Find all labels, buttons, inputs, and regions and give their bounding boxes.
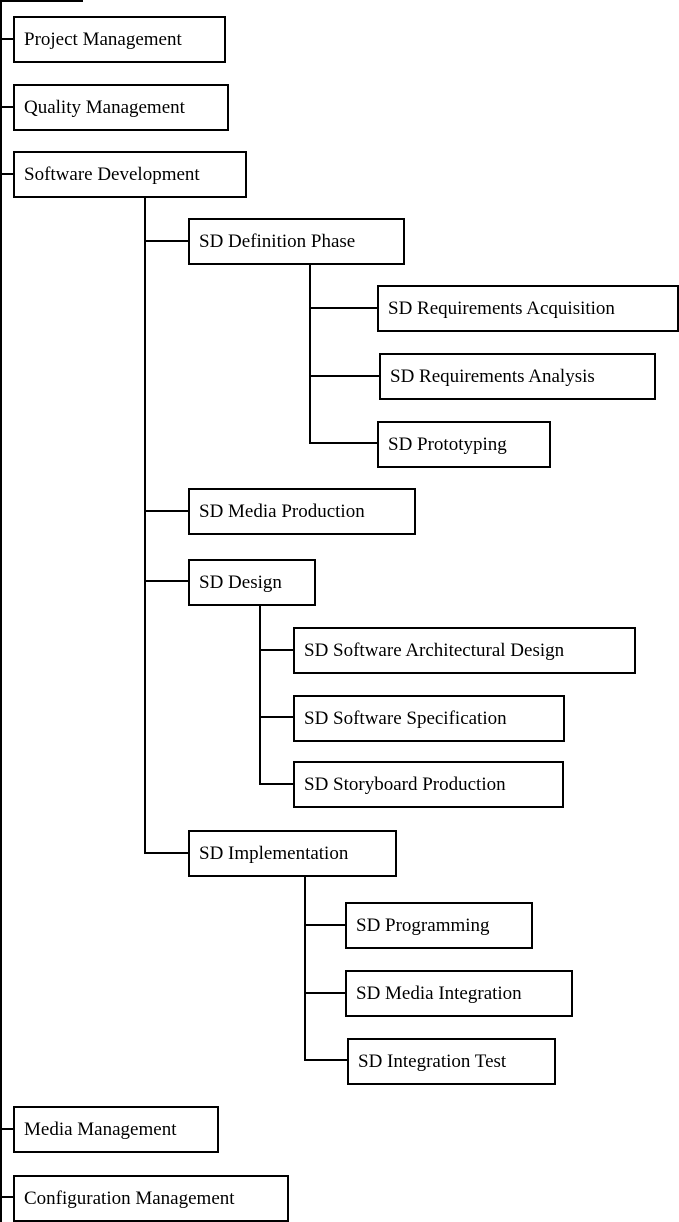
connector-quality-management — [0, 106, 13, 108]
node-label: Quality Management — [24, 96, 185, 118]
node-sd-integration-test: SD Integration Test — [347, 1038, 556, 1085]
software-development-branch-line — [144, 198, 146, 854]
node-sd-media-integration: SD Media Integration — [345, 970, 573, 1017]
node-label: SD Media Production — [199, 500, 365, 522]
node-sd-storyboard-production: SD Storyboard Production — [293, 761, 564, 808]
node-label: Project Management — [24, 28, 182, 50]
connector-sd-storyboard-production — [259, 783, 293, 785]
node-sd-requirements-analysis: SD Requirements Analysis — [379, 353, 656, 400]
node-label: SD Integration Test — [358, 1050, 507, 1072]
node-sd-software-specification: SD Software Specification — [293, 695, 565, 742]
node-label: SD Implementation — [199, 842, 349, 864]
connector-sd-software-specification — [259, 716, 293, 718]
node-sd-media-production: SD Media Production — [188, 488, 416, 535]
definition-phase-branch-line — [309, 264, 311, 444]
node-label: Software Development — [24, 163, 200, 185]
node-sd-software-architectural-design: SD Software Architectural Design — [293, 627, 636, 674]
connector-software-development — [0, 173, 13, 175]
connector-sd-media-production — [144, 510, 189, 512]
connector-sd-software-architectural-design — [259, 649, 293, 651]
node-label: SD Requirements Acquisition — [388, 297, 615, 319]
node-label: SD Design — [199, 571, 282, 593]
node-label: SD Software Architectural Design — [304, 639, 565, 661]
connector-configuration-management — [0, 1196, 13, 1198]
connector-sd-design — [144, 580, 189, 582]
node-label: SD Requirements Analysis — [390, 365, 595, 387]
connector-sd-requirements-analysis — [309, 375, 380, 377]
connector-project-management — [0, 38, 13, 40]
node-sd-prototyping: SD Prototyping — [377, 421, 551, 468]
connector-sd-definition-phase — [144, 240, 189, 242]
node-configuration-management: Configuration Management — [13, 1175, 289, 1222]
connector-sd-programming — [304, 924, 345, 926]
node-label: SD Prototyping — [388, 433, 507, 455]
node-label: SD Storyboard Production — [304, 773, 506, 795]
node-label: SD Software Specification — [304, 707, 507, 729]
node-media-management: Media Management — [13, 1106, 219, 1153]
root-trunk-line — [0, 0, 2, 1222]
node-sd-design: SD Design — [188, 559, 316, 606]
top-edge-connector — [0, 0, 83, 2]
node-project-management: Project Management — [13, 16, 226, 63]
node-label: Media Management — [24, 1118, 177, 1140]
implementation-branch-line — [304, 877, 306, 1061]
node-label: SD Definition Phase — [199, 230, 356, 252]
node-software-development: Software Development — [13, 151, 247, 198]
connector-sd-prototyping — [309, 442, 378, 444]
node-sd-requirements-acquisition: SD Requirements Acquisition — [377, 285, 679, 332]
connector-sd-media-integration — [304, 992, 345, 994]
connector-sd-implementation — [144, 852, 189, 854]
node-label: SD Programming — [356, 914, 490, 936]
node-sd-programming: SD Programming — [345, 902, 533, 949]
design-branch-line — [259, 605, 261, 785]
node-sd-implementation: SD Implementation — [188, 830, 397, 877]
connector-media-management — [0, 1128, 13, 1130]
node-label: SD Media Integration — [356, 982, 522, 1004]
connector-sd-requirements-acquisition — [309, 307, 377, 309]
connector-sd-integration-test — [304, 1059, 347, 1061]
node-label: Configuration Management — [24, 1187, 235, 1209]
node-quality-management: Quality Management — [13, 84, 229, 131]
node-sd-definition-phase: SD Definition Phase — [188, 218, 405, 265]
